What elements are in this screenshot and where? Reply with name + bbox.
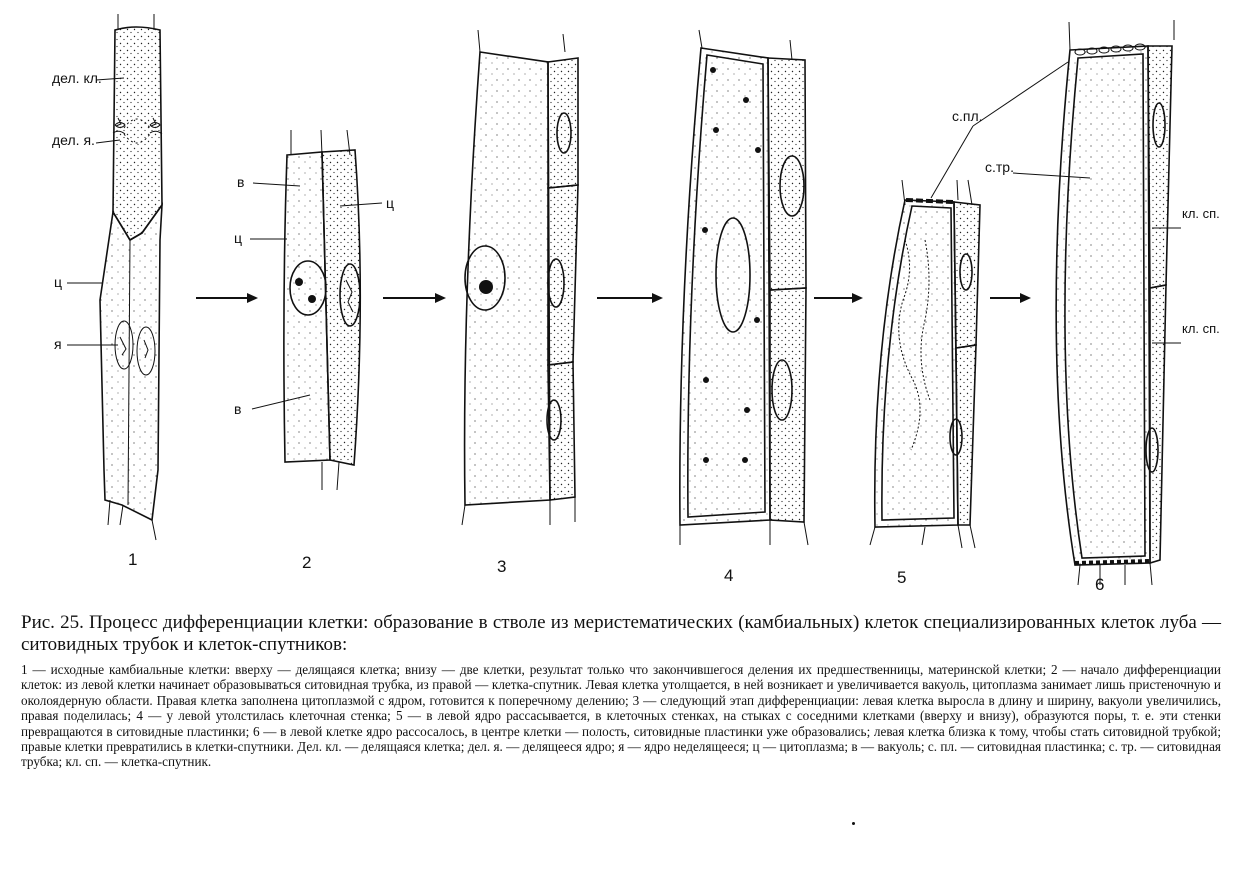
label-companion-cell-bottom: кл. сп.	[1182, 321, 1220, 336]
stage-3-cells	[461, 29, 579, 526]
cell-differentiation-figure: дел. кл. дел. я. ц я в ц ц в с.пл. с.тр.…	[52, 14, 1220, 594]
nucleus-companion	[339, 263, 361, 327]
label-dividing-nucleus: дел. я.	[52, 132, 95, 148]
label-sieve-plate: с.пл.	[952, 108, 983, 124]
label-cytoplasm-right-s2: ц	[386, 195, 394, 211]
stage-number-2: 2	[302, 553, 311, 572]
dividing-nucleus	[112, 117, 163, 144]
label-cytoplasm-s1: ц	[54, 274, 62, 290]
arrow-5-to-6	[990, 293, 1031, 303]
figure-legend: 1 — исходные камбиальные клетки: вверху …	[21, 662, 1221, 770]
arrow-3-to-4	[597, 293, 663, 303]
leader-lines	[67, 61, 1181, 410]
label-vacuole-bottom-s2: в	[234, 401, 241, 417]
arrow-1-to-2	[196, 293, 258, 303]
nucleus	[289, 260, 327, 316]
label-nucleus-s1: я	[54, 336, 62, 352]
arrow-2-to-3	[383, 293, 446, 303]
figure-caption: Рис. 25. Процесс дифференциации клетки: …	[21, 612, 1221, 655]
stage-6-cells	[1055, 20, 1175, 586]
label-cytoplasm-left-s2: ц	[234, 230, 242, 246]
label-sieve-tube: с.тр.	[985, 159, 1014, 175]
stage-number-1: 1	[128, 550, 137, 569]
stray-dot	[852, 822, 855, 825]
sieve-plate-top	[1074, 43, 1146, 56]
stage-4-cells	[679, 29, 809, 546]
vacuole-nucleus	[715, 217, 751, 333]
nucleus-right	[136, 326, 156, 376]
arrow-4-to-5	[814, 293, 863, 303]
stage-5-cells	[869, 179, 981, 549]
label-vacuole-top-s2: в	[237, 174, 244, 190]
stage-number-6: 6	[1095, 575, 1104, 594]
nucleus	[464, 245, 506, 311]
label-companion-cell-top: кл. сп.	[1182, 206, 1220, 221]
stage-number-4: 4	[724, 566, 733, 585]
stage-number-3: 3	[497, 557, 506, 576]
stage-number-5: 5	[897, 568, 906, 587]
label-dividing-cell: дел. кл.	[52, 70, 102, 86]
stage-1-cells	[99, 14, 163, 541]
stage-2-cells	[283, 129, 362, 491]
